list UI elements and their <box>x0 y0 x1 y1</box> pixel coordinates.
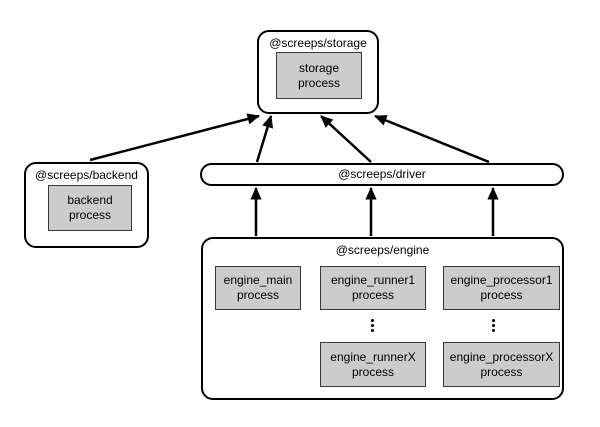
engine-runner1-process-label: engine_runner1 process <box>330 273 416 302</box>
storage-process-label: storage process <box>297 60 341 90</box>
node-backend-title: @screeps/backend <box>35 168 138 182</box>
engine-main-process-box: engine_main process <box>215 266 301 310</box>
engine-runnerX-process-label: engine_runnerX process <box>330 349 416 379</box>
node-engine: @screeps/engine engine_main process engi… <box>201 237 564 400</box>
backend-process-label: backend process <box>67 193 113 222</box>
engine-processor1-process-box: engine_processor1 process <box>443 266 560 310</box>
edge-driver-middle-to-storage <box>320 115 372 163</box>
edge-driver-right-to-storage <box>374 114 490 164</box>
engine-processorX-process-label: engine_processorX process <box>449 349 554 379</box>
node-engine-title: @screeps/engine <box>335 243 430 257</box>
node-storage: @screeps/storage storage process <box>257 30 379 114</box>
vertical-ellipsis-icon <box>492 319 495 332</box>
edge-backend-to-storage <box>89 113 260 162</box>
engine-processor1-process-label: engine_processor1 process <box>450 273 553 302</box>
engine-runnerX-process-box: engine_runnerX process <box>320 342 426 387</box>
vertical-ellipsis-icon <box>371 319 374 332</box>
storage-process-box: storage process <box>276 52 362 99</box>
node-backend: @screeps/backend backend process <box>24 162 149 248</box>
backend-process-box: backend process <box>48 185 132 231</box>
node-storage-title: @screeps/storage <box>269 36 367 50</box>
edge-driver-left-to-storage <box>255 115 274 163</box>
engine-main-process-label: engine_main process <box>223 273 293 302</box>
node-driver: @screeps/driver <box>200 163 564 186</box>
engine-processorX-process-box: engine_processorX process <box>443 342 560 387</box>
node-driver-title: @screeps/driver <box>338 167 426 181</box>
engine-runner1-process-box: engine_runner1 process <box>320 266 426 310</box>
